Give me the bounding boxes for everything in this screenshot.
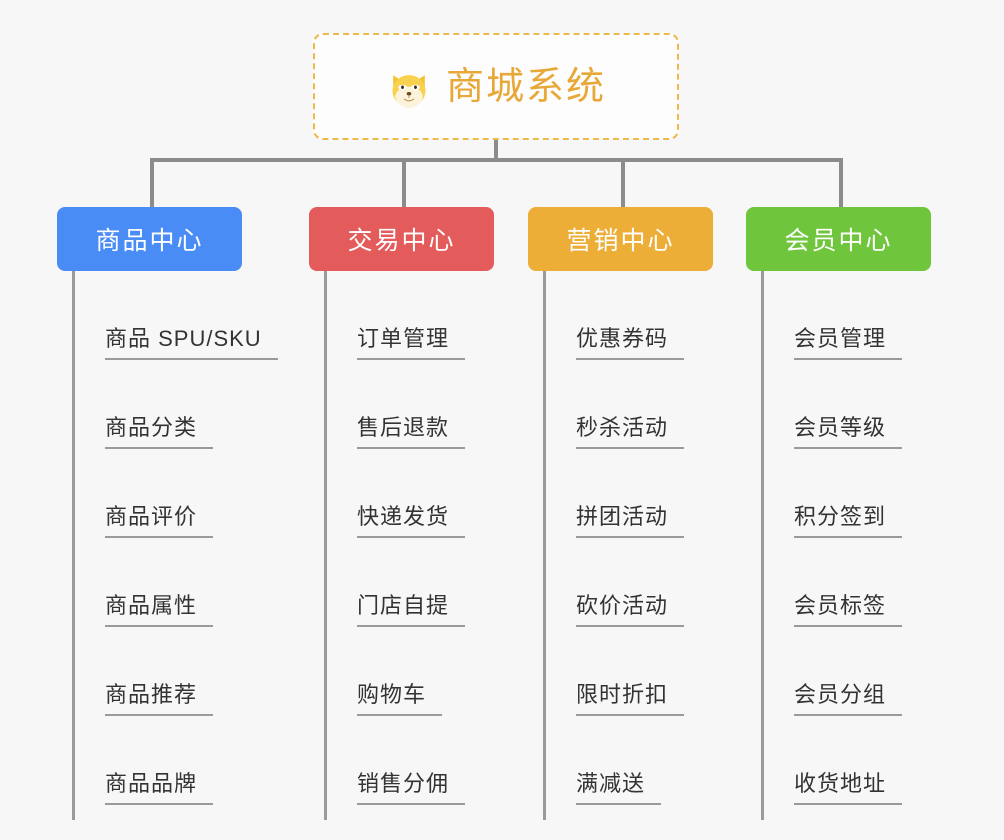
leaf-label: 销售分佣 [357,770,466,805]
leaf-label: 商品分类 [105,414,214,449]
leaf-item[interactable]: 积分签到 [764,449,903,538]
leaf-item[interactable]: 会员标签 [764,538,903,627]
branch-label: 交易中心 [347,227,456,255]
branch-label: 营销中心 [566,227,675,255]
leaf-item[interactable]: 订单管理 [327,271,466,360]
root-title: 商城系统 [445,65,606,108]
leaf-label: 快递发货 [357,503,466,538]
leaf-item[interactable]: 会员等级 [764,360,903,449]
leaf-label: 会员分组 [794,681,903,716]
leaf-item[interactable]: 砍价活动 [546,538,685,627]
leaf-item[interactable]: 商品分类 [75,360,214,449]
leaf-label: 购物车 [357,681,443,716]
connector-root-stem [494,140,498,162]
leaf-label: 优惠券码 [576,325,685,360]
leaf-item[interactable]: 会员管理 [764,271,903,360]
leaf-item[interactable]: 拼团活动 [546,449,685,538]
column-spine [761,271,764,820]
leaf-item[interactable]: 商品评价 [75,449,214,538]
leaf-item[interactable]: 收货地址 [764,716,903,805]
leaf-label: 拼团活动 [576,503,685,538]
connector-horizontal-bus [150,158,842,162]
leaf-label: 收货地址 [794,770,903,805]
branch-node-3[interactable]: 营销中心 [528,207,713,271]
connector-drop-2 [402,158,406,208]
leaf-item[interactable]: 购物车 [327,627,443,716]
branch-node-2[interactable]: 交易中心 [309,207,494,271]
leaf-label: 门店自提 [357,592,466,627]
leaf-item[interactable]: 门店自提 [327,538,466,627]
leaf-label: 订单管理 [357,325,466,360]
connector-drop-4 [839,158,843,208]
leaf-label: 积分签到 [794,503,903,538]
leaf-label: 会员管理 [794,325,903,360]
leaf-item[interactable]: 销售分佣 [327,716,466,805]
branch-label: 商品中心 [95,227,204,255]
leaf-item[interactable]: 商品品牌 [75,716,214,805]
leaf-item[interactable]: 商品属性 [75,538,214,627]
branch-node-4[interactable]: 会员中心 [746,207,931,271]
leaf-label: 商品推荐 [105,681,214,716]
branch-label: 会员中心 [784,227,893,255]
leaf-label: 商品属性 [105,592,214,627]
leaf-item[interactable]: 优惠券码 [546,271,685,360]
column-spine [72,271,75,820]
leaf-item[interactable]: 快递发货 [327,449,466,538]
leaf-item[interactable]: 商品推荐 [75,627,214,716]
leaf-item[interactable]: 满减送 [546,716,662,805]
leaf-label: 商品品牌 [105,770,214,805]
leaf-label: 限时折扣 [576,681,685,716]
column-spine [324,271,327,820]
connector-drop-1 [150,158,154,208]
root-node[interactable]: 商城系统 [313,33,679,140]
leaf-label: 售后退款 [357,414,466,449]
leaf-label: 商品 SPU/SKU [105,325,278,360]
leaf-item[interactable]: 商品 SPU/SKU [75,271,278,360]
leaf-item[interactable]: 限时折扣 [546,627,685,716]
leaf-label: 满减送 [576,770,662,805]
column-spine [543,271,546,820]
leaf-label: 会员等级 [794,414,903,449]
leaf-item[interactable]: 会员分组 [764,627,903,716]
leaf-item[interactable]: 售后退款 [327,360,466,449]
leaf-label: 商品评价 [105,503,214,538]
connector-drop-3 [621,158,625,208]
branch-node-1[interactable]: 商品中心 [57,207,242,271]
leaf-item[interactable]: 秒杀活动 [546,360,685,449]
shiba-dog-icon [392,74,426,108]
leaf-label: 会员标签 [794,592,903,627]
leaf-label: 砍价活动 [576,592,685,627]
leaf-label: 秒杀活动 [576,414,685,449]
